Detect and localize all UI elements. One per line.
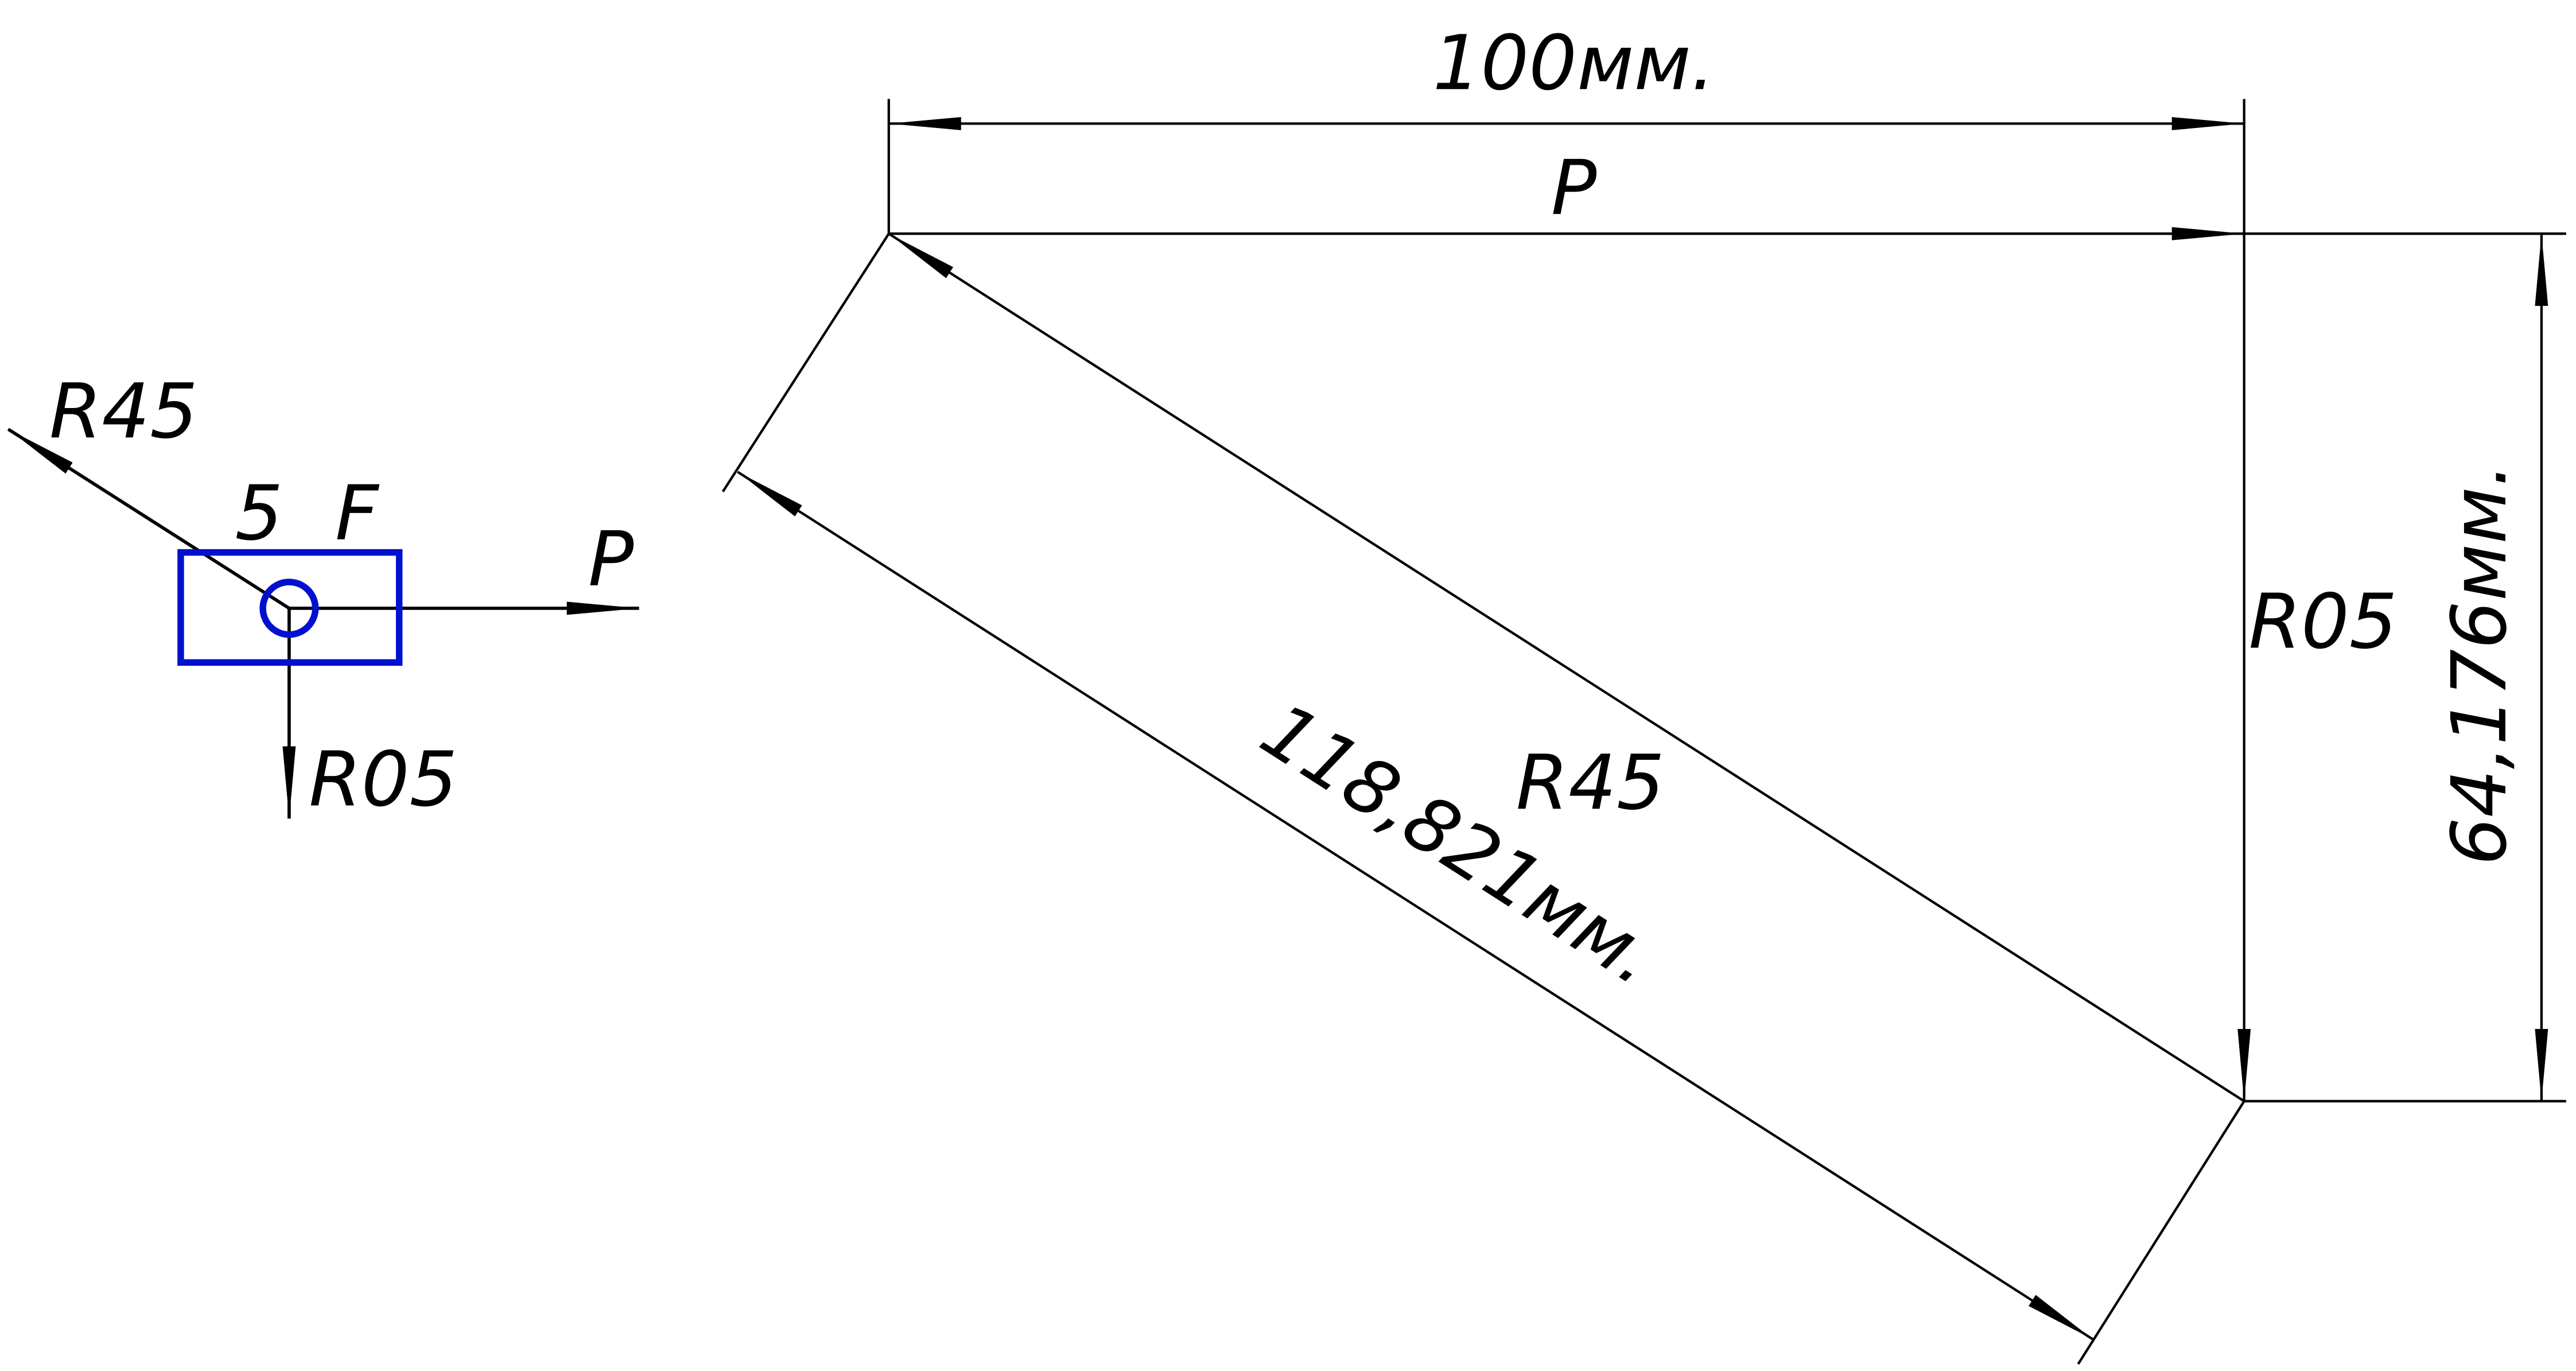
- vector-p-label: P: [1551, 145, 1597, 232]
- node-letter-label: F: [335, 470, 380, 558]
- dimension-top-label: 100мм.: [1433, 20, 1715, 107]
- dimension-diagonal-label: 118,821мм.: [1246, 686, 1673, 1003]
- free-body-diagram: R45 5 F P R05: [7, 368, 639, 824]
- force-p-label: P: [588, 516, 634, 604]
- node-circle: [259, 578, 319, 638]
- force-r45-label: R45: [49, 368, 198, 456]
- dimension-line-diagonal: [737, 471, 2094, 1341]
- extension-line: [721, 233, 890, 492]
- extension-line: [2077, 1100, 2245, 1365]
- force-r45-arrow: [7, 428, 290, 610]
- vector-r05-label: R05: [2249, 578, 2398, 666]
- force-triangle: 100мм. P R45 R05 118,821мм. 64,176мм.: [721, 20, 2566, 1365]
- node-block: [177, 549, 403, 666]
- dimension-right-label: 64,176мм.: [2436, 463, 2524, 865]
- node-number-label: 5: [235, 470, 283, 558]
- force-r05-label: R05: [309, 736, 457, 824]
- vector-r45-label: R45: [1516, 739, 1665, 827]
- vector-r45: [888, 232, 2245, 1102]
